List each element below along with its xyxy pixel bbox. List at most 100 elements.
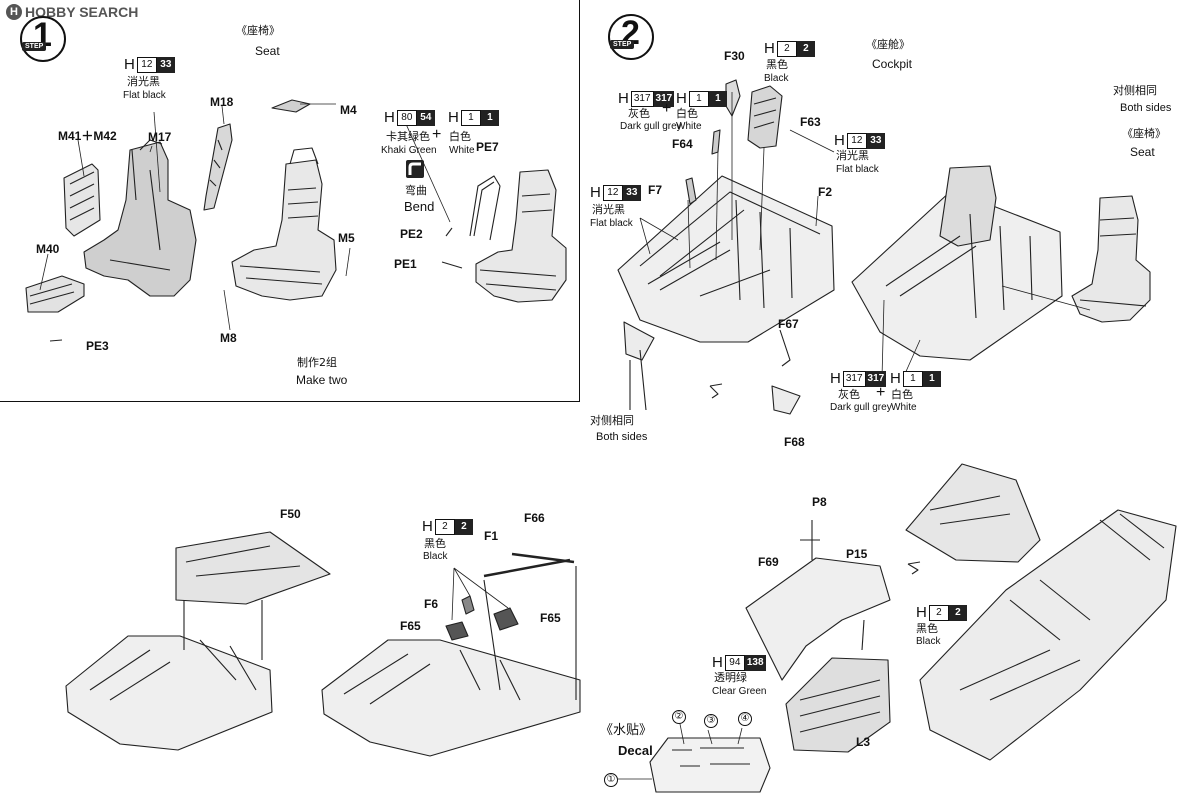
leader-f63-paint: [789, 129, 835, 153]
label-f65-left: F65: [400, 619, 421, 633]
seat-en: Seat: [1130, 145, 1155, 159]
leader-f7-paint: [639, 217, 679, 255]
final-cockpit-drawing: [905, 463, 1177, 761]
step1-title-cn: 《座椅》: [236, 24, 280, 37]
assembled-seat-drawing: [231, 99, 337, 301]
paint-flatblack-2a-en: Flat black: [836, 164, 879, 175]
leader-grey-b: [881, 299, 921, 379]
label-pe1: PE1: [394, 257, 417, 271]
paint-grey-2b-en: Dark gull grey: [830, 402, 892, 413]
label-f50: F50: [280, 507, 301, 521]
leader-f2: [815, 195, 819, 227]
paint-black-3b-cn: 黑色: [916, 622, 938, 635]
part-m40-drawing: [25, 275, 85, 313]
bend-icon: [406, 160, 424, 178]
decal-en: Decal: [618, 743, 653, 758]
leader-m17: [149, 145, 153, 153]
step1-tag: STEP: [22, 42, 47, 51]
label-f2: F2: [818, 185, 833, 199]
label-pe3: PE3: [86, 339, 109, 353]
paint-flatblack-2b-cn: 消光黑: [592, 203, 625, 216]
step2-title-cn: 《座舱》: [866, 38, 910, 51]
logo-mark: H: [6, 4, 22, 20]
label-pe7: PE7: [476, 140, 499, 154]
decal-number-1: ①: [604, 773, 618, 787]
part-m17-drawing: [83, 139, 197, 297]
lower-left-cockpit-drawing: [65, 531, 331, 751]
label-p15: P15: [846, 547, 868, 561]
both-sides2-cn: 对侧相同: [590, 414, 634, 427]
label-f67: F67: [778, 317, 799, 331]
paint-green-cn: 透明绿: [714, 671, 747, 684]
step1-title-en: Seat: [255, 44, 280, 58]
leader-khaki: [405, 123, 451, 223]
leader-m5: [345, 247, 351, 277]
step1-panel-border: [0, 0, 580, 402]
paint-flatblack-2b-en: Flat black: [590, 218, 633, 229]
part-f63-drawing: [747, 85, 783, 149]
paint-black-3-cn: 黑色: [424, 537, 446, 550]
part-f68-drawing: [771, 329, 801, 415]
make-two-en: Make two: [296, 373, 348, 387]
label-m40: M40: [36, 242, 60, 256]
decal-drawing: [618, 723, 771, 793]
decal-number-4: ④: [738, 712, 752, 726]
paint-flatblack-2a-cn: 消光黑: [836, 149, 869, 162]
paint-khaki-cn: 卡其绿色: [386, 130, 430, 143]
label-f1: F1: [484, 529, 499, 543]
paint-green-en: Clear Green: [712, 686, 767, 697]
step2-title-en: Cockpit: [872, 57, 913, 71]
label-f6: F6: [424, 597, 439, 611]
step2-tag: STEP: [610, 40, 635, 49]
paint-flatblack-1-cn: 消光黑: [127, 75, 160, 88]
label-f69: F69: [758, 555, 779, 569]
label-l3: L3: [856, 735, 871, 749]
paint-white-2b-cn: 白色: [891, 388, 913, 401]
label-f65-right: F65: [540, 611, 561, 625]
label-f7: F7: [648, 183, 663, 197]
leader-m41: [77, 139, 85, 177]
both-sides-cn: 对侧相同: [1113, 84, 1157, 97]
paint-black-3-en: Black: [423, 551, 448, 562]
paint-grey-2b-cn: 灰色: [838, 388, 860, 401]
paint-black-2-en: Black: [764, 73, 789, 84]
leader-m40: [39, 253, 49, 291]
arrow-icon-step3: [907, 561, 921, 575]
plus-sign-3: +: [876, 384, 886, 401]
leader-flatblack: [153, 111, 161, 193]
paint-black-2-cn: 黑色: [766, 58, 788, 71]
paint-white-2-cn: 白色: [676, 107, 698, 120]
paint-white-1-cn: 白色: [449, 130, 471, 143]
decal-number-2: ②: [672, 710, 686, 724]
part-f30-drawing: [725, 79, 741, 117]
leader-m18: [221, 105, 225, 125]
label-pe2: PE2: [400, 227, 423, 241]
label-f30: F30: [724, 49, 745, 63]
part-f64-drawing: [711, 129, 721, 155]
label-m18: M18: [210, 95, 234, 109]
label-f66: F66: [524, 511, 545, 525]
make-two-cn: 制作2组: [297, 356, 337, 369]
label-p8: P8: [812, 495, 827, 509]
leader-f6-paint: [451, 567, 509, 621]
label-m4: M4: [340, 103, 357, 117]
paint-black-3b-en: Black: [916, 636, 941, 647]
decal-cn: 《水贴》: [600, 723, 653, 738]
part-f-bracket-drawing: [623, 321, 655, 411]
logo-text: HOBBY SEARCH: [25, 4, 139, 20]
pe2-drawing: [445, 227, 453, 237]
both-sides-en: Both sides: [1120, 102, 1172, 114]
leader-m8: [223, 289, 231, 331]
label-f68: F68: [784, 435, 805, 449]
